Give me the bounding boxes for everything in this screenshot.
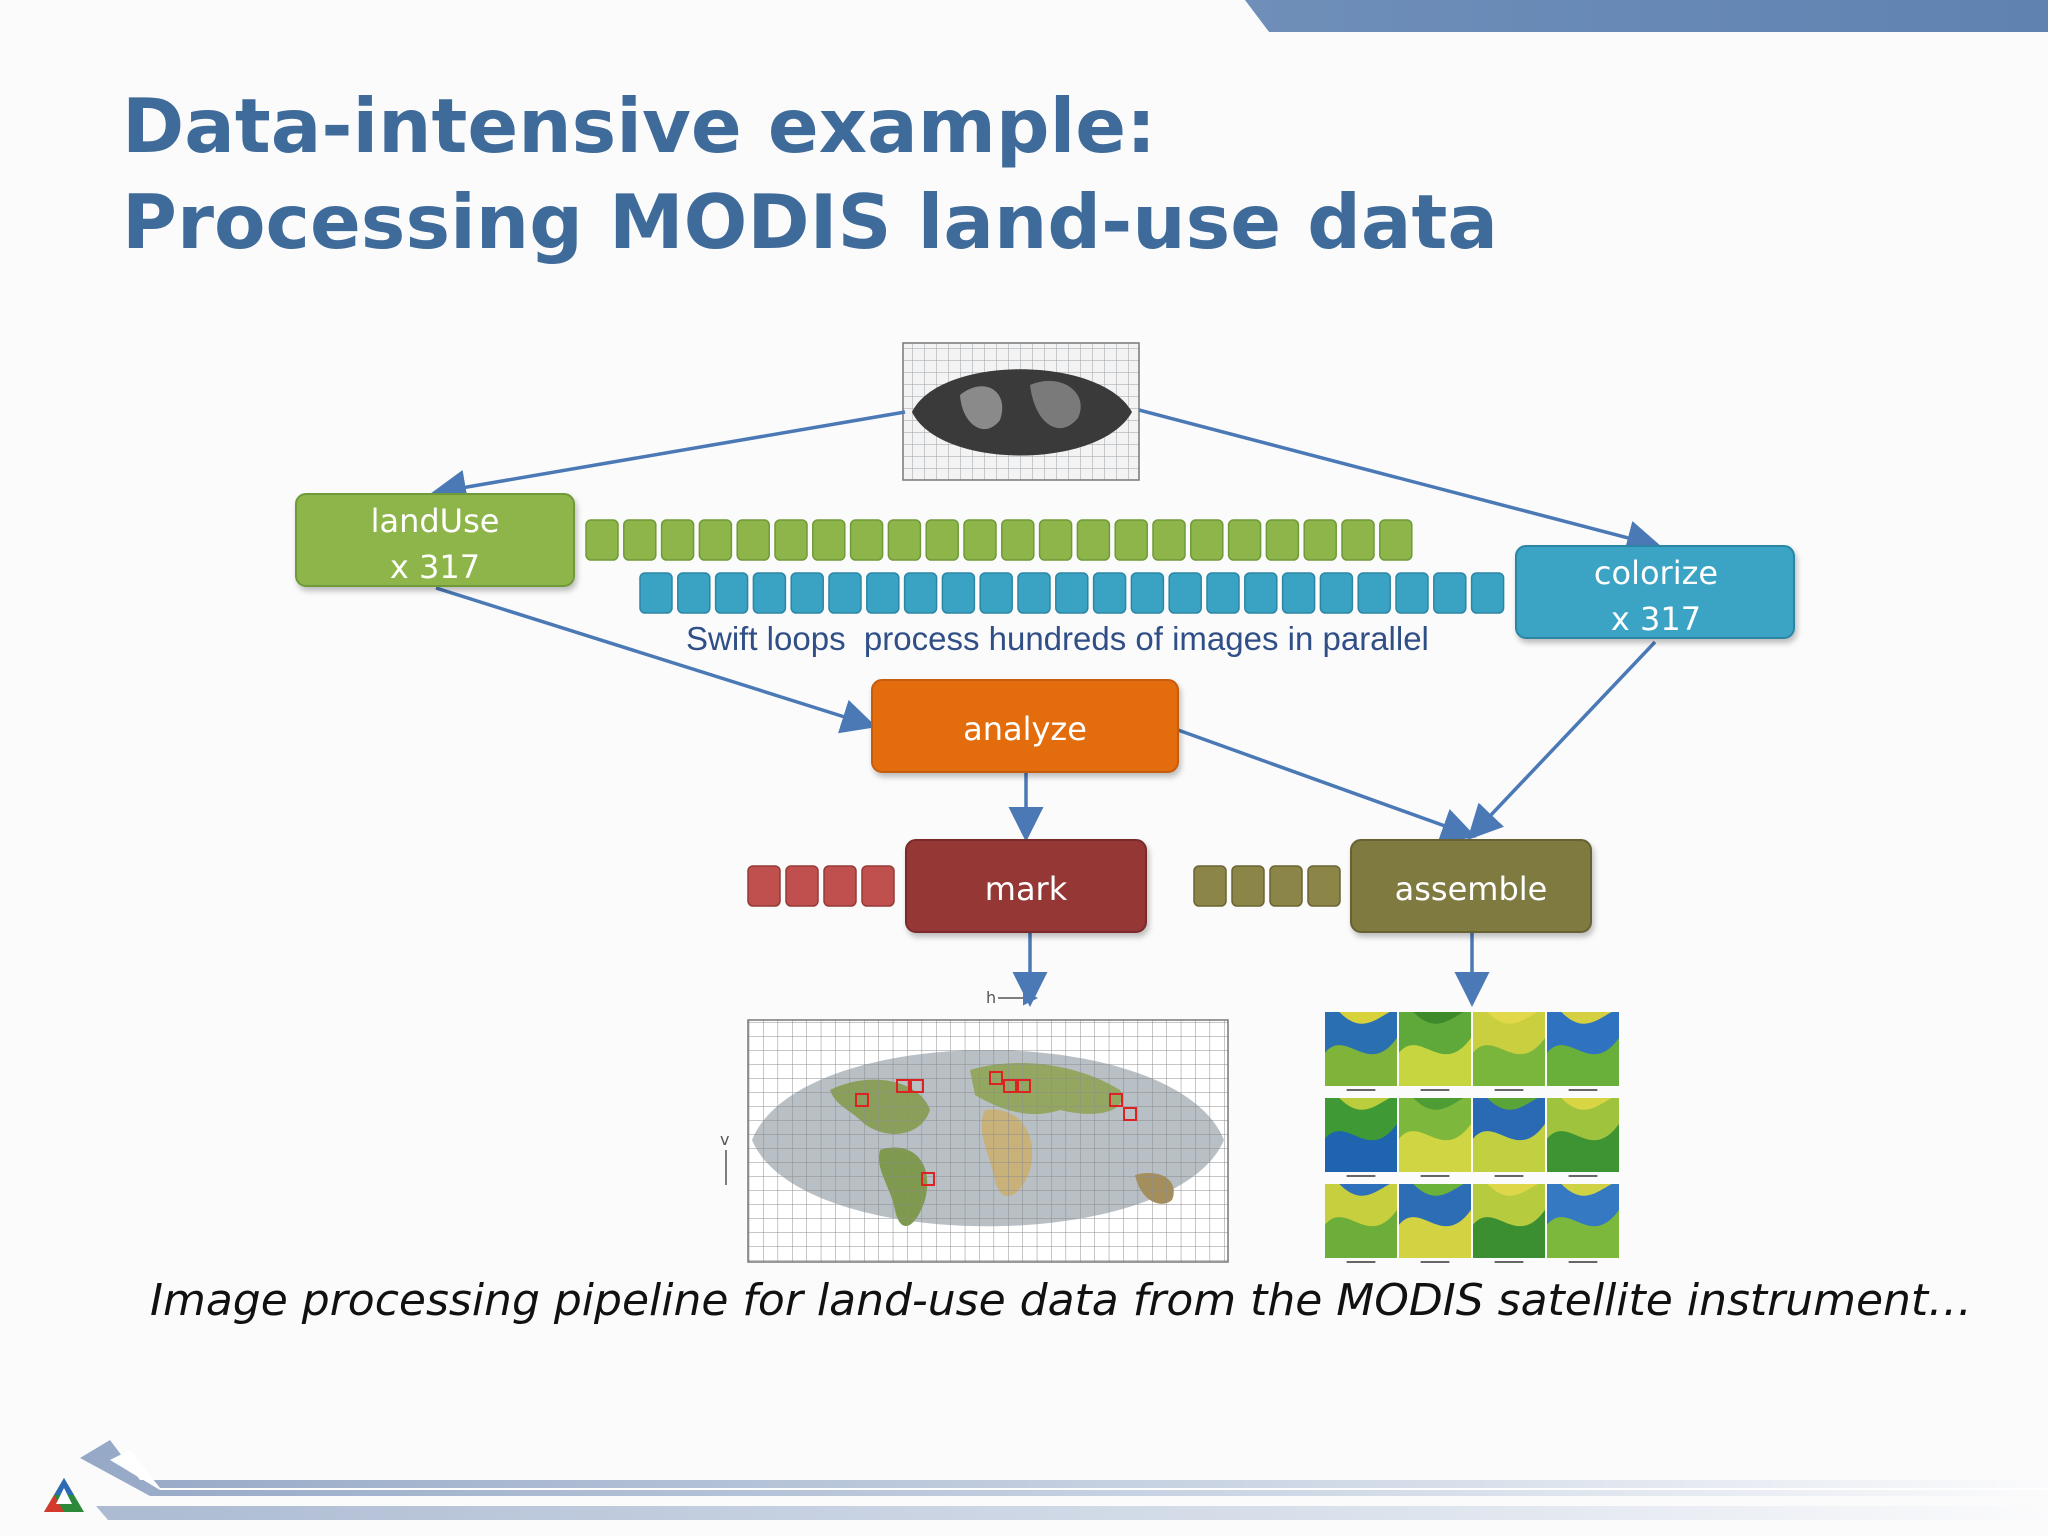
landuse-task-tile — [849, 519, 884, 561]
colorize-node-count: x 317 — [1611, 600, 1701, 638]
colorize-task-tile — [1319, 572, 1354, 614]
landuse-task-tile — [1341, 519, 1375, 561]
colorize-task-tile — [866, 572, 900, 614]
colorize-task-tile — [979, 572, 1013, 614]
landuse-parallel-tasks — [585, 519, 1413, 561]
title-line-2: Processing MODIS land-use data — [122, 178, 1498, 266]
assemble-task-tile — [1193, 865, 1227, 907]
colorize-task-tile — [1433, 572, 1467, 614]
landuse-task-tile — [1190, 519, 1224, 561]
colorize-task-tile — [1244, 572, 1278, 614]
assembled-image-mosaic-output — [1325, 1012, 1619, 1263]
colorize-task-tile — [714, 572, 749, 614]
assemble-task-tile — [1269, 865, 1303, 907]
landuse-node — [295, 493, 575, 587]
swift-loops-caption: Swift loops process hundreds of images i… — [686, 620, 1429, 657]
arrow-input-to-landuse — [431, 410, 906, 505]
colorize-task-tile — [1055, 572, 1089, 614]
flow-arrows — [431, 408, 1662, 1007]
colorize-task-tile — [677, 572, 711, 614]
colorize-task-tile — [1092, 572, 1127, 614]
landuse-task-tile — [812, 519, 846, 561]
footer-logo-band — [44, 1440, 2048, 1520]
marked-world-map-output: h v — [720, 988, 1229, 1263]
title-line-1: Data-intensive example: — [122, 82, 1157, 170]
landuse-task-tile — [1303, 519, 1337, 561]
landuse-task-tile — [585, 519, 619, 561]
assemble-parallel-tasks — [1193, 865, 1341, 907]
analyze-node-label: analyze — [963, 710, 1087, 748]
landuse-task-tile — [1265, 519, 1300, 561]
landuse-task-tile — [736, 519, 770, 561]
landuse-task-tile — [660, 519, 695, 561]
landuse-node-count: x 317 — [390, 548, 480, 586]
landuse-task-tile — [774, 519, 808, 561]
colorize-task-tile — [752, 572, 787, 614]
arrow-analyze-to-assemble — [1177, 728, 1477, 842]
assemble-node — [1350, 839, 1592, 933]
colorize-parallel-tasks — [639, 572, 1505, 614]
arrow-colorize-to-assemble — [1467, 640, 1657, 841]
mark-task-tile — [861, 865, 895, 907]
mark-task-tile — [747, 865, 781, 907]
landuse-task-tile — [963, 519, 997, 561]
landuse-task-tile — [887, 519, 922, 561]
landuse-task-tile — [1152, 519, 1186, 561]
landuse-task-tile — [1227, 519, 1262, 561]
arrow-input-to-colorize — [1138, 408, 1662, 555]
colorize-task-tile — [828, 572, 862, 614]
colorize-node-label: colorize — [1594, 554, 1718, 592]
landuse-task-tile — [925, 519, 959, 561]
assemble-task-tile — [1231, 865, 1265, 907]
header-accent-bar — [1245, 0, 2048, 32]
colorize-node — [1515, 545, 1795, 639]
colorize-task-tile — [1130, 572, 1165, 614]
slide-title: Data-intensive example: Processing MODIS… — [122, 78, 1498, 270]
assemble-task-tile — [1307, 865, 1341, 907]
logo-icon — [44, 1478, 84, 1512]
landuse-task-tile — [1001, 519, 1035, 561]
colorize-task-tile — [1470, 572, 1505, 614]
analyze-node — [871, 679, 1179, 773]
colorize-task-tile — [639, 572, 673, 614]
mark-task-tile — [785, 865, 819, 907]
map-h-axis-label: h — [986, 988, 996, 1007]
colorize-task-tile — [790, 572, 824, 614]
landuse-task-tile — [1114, 519, 1148, 561]
mark-task-tile — [823, 865, 857, 907]
slide-caption: Image processing pipeline for land-use d… — [150, 1275, 1973, 1326]
landuse-task-tile — [1038, 519, 1073, 561]
landuse-task-tile — [698, 519, 733, 561]
landuse-task-tile — [623, 519, 657, 561]
mark-parallel-tasks — [747, 865, 895, 907]
colorize-task-tile — [1395, 572, 1429, 614]
colorize-task-tile — [1206, 572, 1240, 614]
colorize-task-tile — [1281, 572, 1316, 614]
colorize-task-tile — [941, 572, 976, 614]
arrow-landuse-to-analyze — [435, 586, 877, 734]
colorize-task-tile — [1168, 572, 1202, 614]
colorize-task-tile — [1357, 572, 1391, 614]
colorize-task-tile — [903, 572, 938, 614]
assemble-node-label: assemble — [1395, 870, 1548, 908]
landuse-task-tile — [1379, 519, 1413, 561]
landuse-node-label: landUse — [371, 502, 500, 540]
map-v-axis-label: v — [720, 1130, 729, 1149]
mark-node — [905, 839, 1147, 933]
colorize-task-tile — [1017, 572, 1051, 614]
landuse-task-tile — [1076, 519, 1111, 561]
input-world-map-image — [902, 342, 1140, 481]
mark-node-label: mark — [985, 870, 1068, 908]
